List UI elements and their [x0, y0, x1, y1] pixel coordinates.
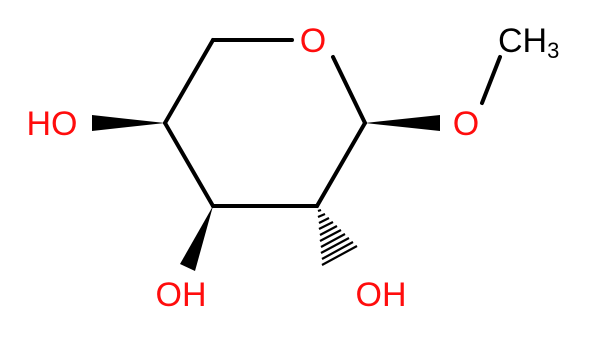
ring-oxygen-label: O [300, 22, 326, 60]
bond-c5-c4 [163, 38, 215, 125]
hydroxyl-left-label: HO [27, 105, 78, 143]
methyl-subscript: 3 [547, 38, 559, 63]
hydroxyl-bottom-left-label: OH [156, 276, 207, 314]
methyl-ch: CH [498, 22, 547, 60]
wedge-c4-ho [92, 115, 165, 131]
bond-c1-c2 [315, 121, 367, 208]
methyl-label: CH3 [498, 22, 559, 63]
wedge-c3-oh [180, 206, 213, 271]
methoxy-oxygen-label: O [453, 105, 479, 143]
hydroxyl-bottom-right-label: OH [356, 276, 407, 314]
bond-oring-c1 [331, 55, 367, 125]
bond-omethoxy-ch3 [480, 55, 502, 105]
wedge-c1-omethoxy [365, 115, 440, 131]
hash-c2-oh [317, 208, 358, 266]
bond-c4-c3 [163, 121, 215, 208]
